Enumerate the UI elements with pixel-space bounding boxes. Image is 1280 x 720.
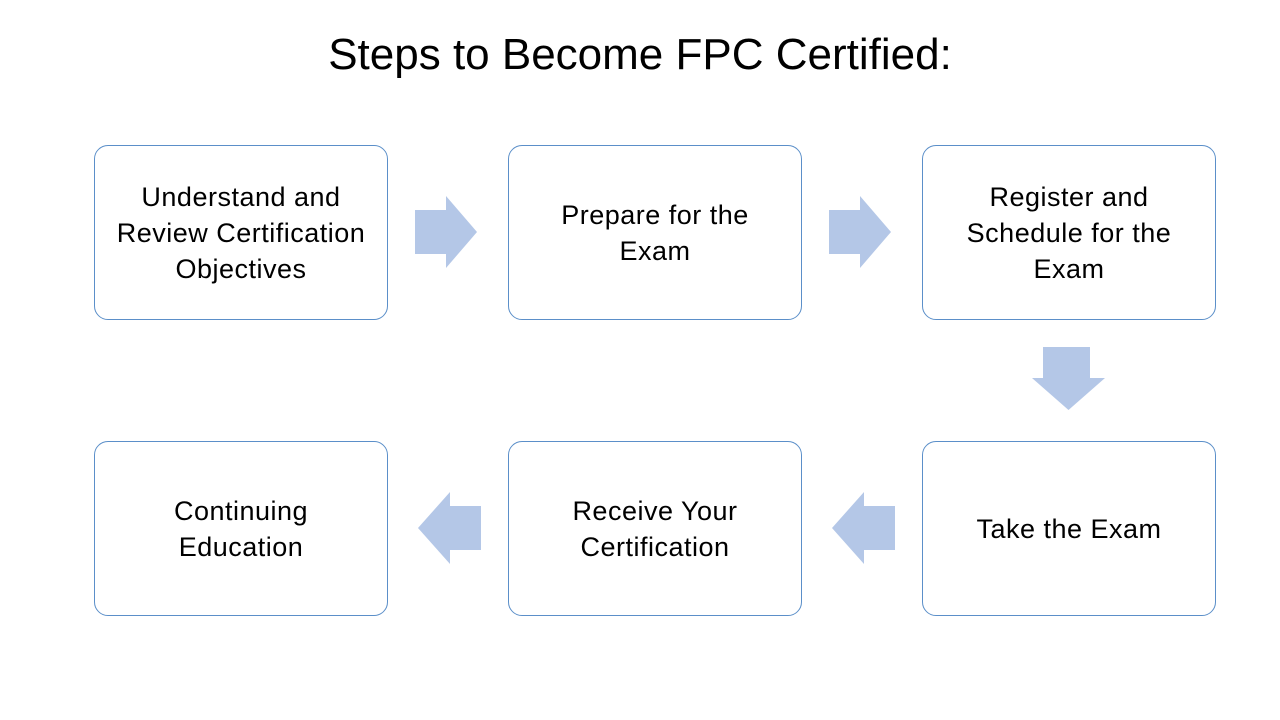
step-1-box: Understand and Review Certification Obje… — [94, 145, 388, 320]
right-arrow-icon — [415, 196, 477, 268]
step-2-box: Prepare for the Exam — [508, 145, 802, 320]
step-5-box: Receive Your Certification — [508, 441, 802, 616]
left-arrow-icon — [832, 492, 895, 564]
step-4-box: Take the Exam — [922, 441, 1216, 616]
step-6-box: Continuing Education — [94, 441, 388, 616]
right-arrow-icon — [829, 196, 891, 268]
step-3-box: Register and Schedule for the Exam — [922, 145, 1216, 320]
left-arrow-icon — [418, 492, 481, 564]
slide-title: Steps to Become FPC Certified: — [328, 30, 952, 79]
down-arrow-icon — [1032, 347, 1105, 410]
